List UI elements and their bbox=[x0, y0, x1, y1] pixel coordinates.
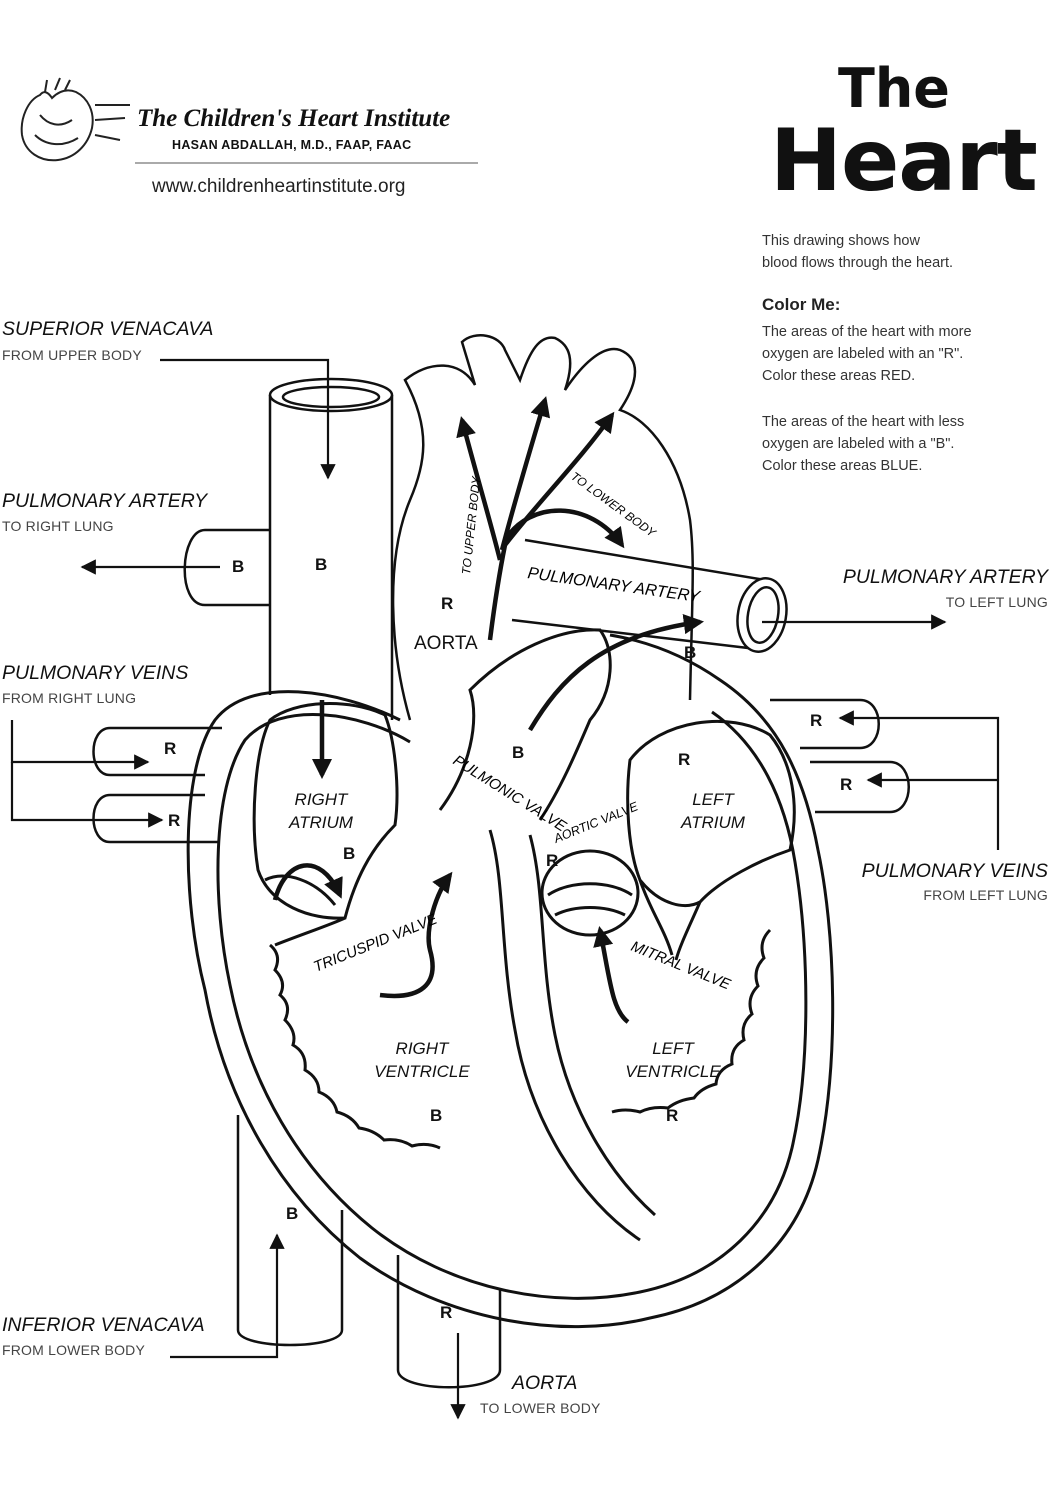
flow-arrow-lv-up bbox=[593, 926, 630, 1024]
label-pulmonary-artery-left: PULMONARY ARTERY bbox=[842, 566, 1048, 588]
left-ventricle-trabeculae bbox=[611, 928, 772, 1114]
label-right-ventricle: RIGHT VENTRICLE bbox=[374, 1039, 470, 1081]
label-pulmonary-veins-right-sub: FROM RIGHT LUNG bbox=[2, 690, 137, 706]
color-me-heading: Color Me: bbox=[762, 295, 841, 314]
label-inferior-venacava-sub: FROM LOWER BODY bbox=[2, 1342, 146, 1358]
heart-body bbox=[186, 628, 835, 1329]
pulmonary-vein-right-lower bbox=[92, 793, 220, 844]
marker-red-aortic-valve: R bbox=[546, 851, 559, 870]
label-pulmonary-veins-left: PULMONARY VEINS bbox=[861, 860, 1048, 882]
description-line-2: blood flows through the heart. bbox=[762, 254, 954, 271]
inferior-venacava-tube bbox=[236, 1115, 344, 1347]
label-left-ventricle: LEFT VENTRICLE bbox=[625, 1039, 721, 1081]
marker-blue-right-ventricle: B bbox=[430, 1106, 443, 1125]
pulmonary-vein-left-upper bbox=[770, 698, 880, 750]
blue-instructions-line-2: oxygen are labeled with a "B". bbox=[762, 435, 955, 452]
flow-arrow-pulmonary-out bbox=[528, 614, 705, 732]
marker-red-aorta-lower: R bbox=[440, 1303, 453, 1322]
description-line-1: This drawing shows how bbox=[762, 233, 920, 249]
red-instructions-line-2: oxygen are labeled with an "R". bbox=[762, 345, 964, 362]
vessel-outlines bbox=[92, 334, 910, 1389]
marker-red-pv-right-lower: R bbox=[168, 811, 181, 830]
flow-arrows bbox=[272, 396, 705, 1024]
arrow-pulmonary-veins-right-lower bbox=[10, 762, 164, 828]
flow-arrow-upper-body bbox=[456, 416, 503, 561]
label-pulmonary-veins-right: PULMONARY VEINS bbox=[2, 662, 189, 684]
marker-red-aorta: R bbox=[441, 594, 454, 613]
label-aorta-lower-sub: TO LOWER BODY bbox=[480, 1400, 601, 1416]
superior-venacava-opening bbox=[268, 377, 394, 413]
right-ventricle-trabeculae bbox=[268, 943, 441, 1150]
pulmonic-trunk bbox=[438, 628, 612, 821]
red-instructions-line-3: Color these areas RED. bbox=[762, 367, 916, 384]
flow-arrow-branch-1 bbox=[499, 396, 551, 551]
institute-doctor: HASAN ABDALLAH, M.D., FAAP, FAAC bbox=[172, 138, 412, 152]
septum-inner bbox=[528, 834, 656, 1217]
marker-red-pv-right-upper: R bbox=[164, 739, 177, 758]
arrow-superior-venacava bbox=[160, 358, 336, 480]
label-superior-venacava: SUPERIOR VENACAVA bbox=[2, 318, 214, 340]
label-to-lower-body: TO LOWER BODY bbox=[568, 469, 659, 540]
label-tricuspid-valve: TRICUSPID VALVE bbox=[311, 910, 440, 975]
mitral-valve-leaflet bbox=[638, 879, 702, 961]
pulmonary-vein-left-lower bbox=[810, 760, 910, 814]
descending-aorta-tube bbox=[396, 1255, 502, 1389]
right-atrium-wall bbox=[252, 702, 399, 920]
flow-arrow-ra-to-rv bbox=[272, 863, 343, 901]
aortic-valve-shape bbox=[540, 849, 640, 937]
arrow-pulmonary-veins-right-upper bbox=[10, 720, 150, 770]
pointer-arrows bbox=[10, 358, 1000, 1420]
description-block: This drawing shows how blood flows throu… bbox=[762, 231, 953, 275]
pulmonary-vein-right-upper bbox=[92, 726, 222, 777]
pulmonary-artery-left-tube bbox=[511, 538, 766, 650]
blue-instructions-line-1: The areas of the heart with less bbox=[762, 414, 965, 430]
marker-red-pv-left-lower: R bbox=[840, 775, 853, 794]
label-to-upper-body: TO UPPER BODY bbox=[459, 475, 483, 575]
label-aorta-lower: AORTA bbox=[512, 1372, 578, 1394]
red-instructions-line-1: The areas of the heart with more bbox=[762, 324, 972, 340]
institute-logo-heart-icon bbox=[20, 77, 130, 162]
left-atrium-wall bbox=[626, 719, 796, 907]
title-the: The bbox=[838, 57, 950, 120]
label-pulmonary-artery-right-sub: TO RIGHT LUNG bbox=[2, 518, 114, 534]
label-left-atrium: LEFT ATRIUM bbox=[681, 790, 745, 832]
label-inferior-venacava: INFERIOR VENACAVA bbox=[2, 1314, 205, 1336]
institute-name: The Children's Heart Institute bbox=[137, 105, 451, 132]
marker-red-pv-left-upper: R bbox=[810, 711, 823, 730]
marker-blue-ivc: B bbox=[286, 1204, 299, 1223]
aortic-arch bbox=[391, 334, 694, 721]
label-aorta-inner: AORTA bbox=[414, 633, 478, 654]
marker-red-left-ventricle: R bbox=[666, 1106, 679, 1125]
flow-arrow-aorta-down bbox=[487, 544, 508, 641]
marker-blue-right-atrium: B bbox=[343, 844, 356, 863]
label-superior-venacava-sub: FROM UPPER BODY bbox=[2, 347, 142, 363]
heart-outer-wall bbox=[186, 633, 835, 1329]
tricuspid-valve-leaflet bbox=[264, 874, 346, 947]
label-pulmonary-artery-inner: PULMONARY ARTERY bbox=[526, 564, 701, 606]
flow-arrow-rv-up bbox=[379, 871, 453, 999]
blue-instructions: The areas of the heart with less oxygen … bbox=[762, 412, 964, 477]
red-instructions: The areas of the heart with more oxygen … bbox=[762, 322, 972, 387]
superior-venacava-tube bbox=[268, 395, 394, 720]
label-pulmonary-artery-left-sub: TO LEFT LUNG bbox=[945, 594, 1048, 610]
flow-arrow-branch-2 bbox=[503, 411, 615, 547]
marker-blue-pulmonic: B bbox=[512, 743, 525, 762]
marker-blue-pa-left: B bbox=[684, 643, 697, 662]
label-right-atrium: RIGHT ATRIUM bbox=[289, 790, 353, 832]
heart-inner-wall bbox=[216, 710, 808, 1300]
label-pulmonary-artery-right: PULMONARY ARTERY bbox=[2, 490, 208, 512]
marker-blue-pa-right: B bbox=[232, 557, 245, 576]
label-pulmonary-veins-left-sub: FROM LEFT LUNG bbox=[923, 887, 1048, 903]
arrow-inferior-venacava bbox=[170, 1233, 285, 1359]
interventricular-septum bbox=[488, 829, 641, 1242]
arrow-pulmonary-veins-left-upper bbox=[838, 710, 1000, 850]
marker-blue-svc: B bbox=[315, 555, 328, 574]
flow-arrow-lower-body bbox=[503, 508, 625, 549]
label-pulmonic-valve-line1: PULMONIC VALVE bbox=[450, 752, 570, 836]
blue-instructions-line-3: Color these areas BLUE. bbox=[762, 457, 923, 474]
title-heart: Heart bbox=[770, 111, 1038, 211]
marker-red-left-atrium: R bbox=[678, 750, 691, 769]
institute-website[interactable]: www.childrenheartinstitute.org bbox=[152, 176, 406, 197]
